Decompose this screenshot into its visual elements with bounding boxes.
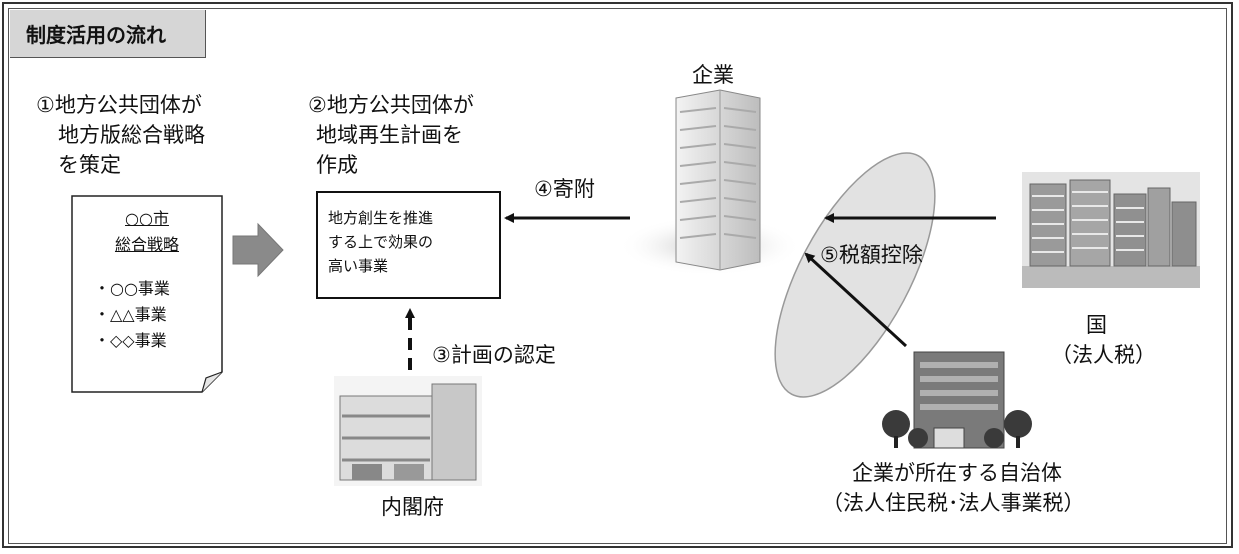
project-box: 地方創生を推進 する上で効果の 高い事業 bbox=[316, 191, 501, 299]
step1-line3: を策定 bbox=[58, 153, 121, 177]
local-tax-arrow bbox=[804, 252, 908, 348]
cabinet-office-building-icon bbox=[334, 376, 482, 486]
document-title-line1: ○○市 bbox=[125, 209, 169, 228]
strategy-document-icon bbox=[71, 195, 223, 393]
company-label: 企業 bbox=[692, 63, 734, 87]
document-item-2: ・△△事業 bbox=[94, 305, 167, 324]
nation-label-line1: 国 bbox=[1086, 313, 1107, 337]
cabinet-office-label: 内閣府 bbox=[381, 495, 444, 519]
step2-line1: ②地方公共団体が bbox=[308, 93, 474, 117]
company-building-icon bbox=[618, 89, 802, 276]
national-government-buildings-icon bbox=[1022, 172, 1200, 288]
strategy-document: ○○市 総合戦略 ・○○事業 ・△△事業 ・◇◇事業 bbox=[72, 196, 222, 392]
certification-label: ③計画の認定 bbox=[432, 343, 556, 367]
block-arrow-icon bbox=[232, 222, 284, 278]
diagram-title: 制度活用の流れ bbox=[10, 10, 206, 58]
inner-frame bbox=[8, 8, 1227, 544]
document-title-line2: 総合戦略 bbox=[114, 235, 179, 254]
project-line-2: する上で効果の bbox=[328, 233, 434, 251]
step2-line2: 地域再生計画を bbox=[316, 123, 463, 147]
step1-line1: ①地方公共団体が bbox=[36, 93, 202, 117]
nation-label-line2: （法人税） bbox=[1051, 343, 1156, 367]
document-item-1: ・○○事業 bbox=[94, 279, 170, 298]
step2-line3: 作成 bbox=[316, 153, 358, 177]
local-gov-label-line2: （法人住民税･法人事業税） bbox=[822, 491, 1085, 515]
project-line-1: 地方創生を推進 bbox=[328, 209, 434, 227]
local-government-building-icon bbox=[882, 351, 1032, 449]
tax-ellipse bbox=[774, 152, 936, 398]
document-item-3: ・◇◇事業 bbox=[94, 331, 167, 350]
step1-line2: 地方版総合戦略 bbox=[58, 123, 205, 147]
local-gov-label-line1: 企業が所在する自治体 bbox=[852, 461, 1062, 485]
project-line-3: 高い事業 bbox=[328, 257, 389, 275]
outer-frame bbox=[2, 2, 1233, 548]
donation-label: ④寄附 bbox=[534, 177, 595, 201]
tax-deduction-label: ⑤税額控除 bbox=[820, 243, 923, 267]
